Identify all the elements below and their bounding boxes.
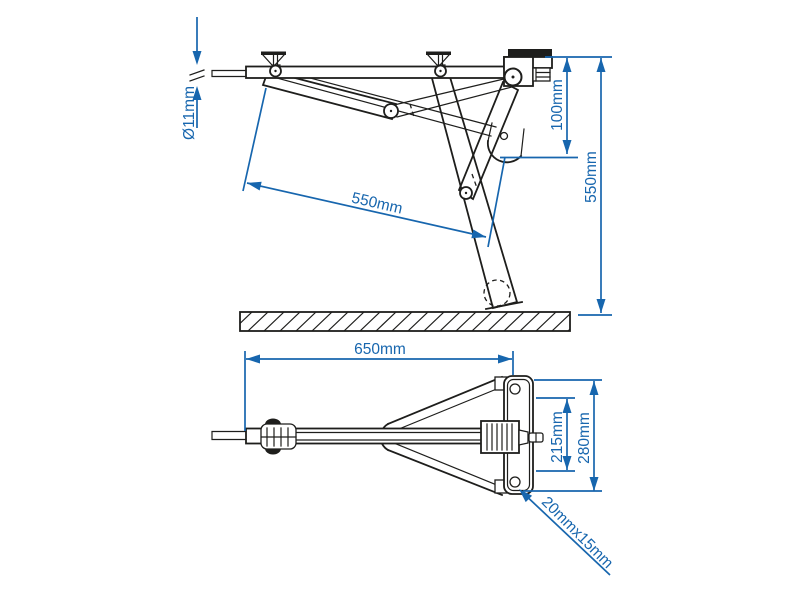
gearbox: [480, 420, 544, 454]
pipe-break-mark: [189, 69, 205, 82]
side-view: Ø11mm 100mm 550mm 550mm: [181, 17, 612, 332]
dim-brace-length: 550mm: [242, 87, 506, 248]
dim-head-drop: 100mm: [500, 56, 612, 159]
overall-height-label: 550mm: [583, 151, 600, 203]
dim-arrow-down-icon: [596, 299, 606, 313]
dim-arrow-left-icon: [247, 181, 262, 191]
dim-arrow-left-icon: [246, 354, 260, 364]
plate-hole-top: [509, 383, 521, 395]
pivots: [383, 103, 473, 200]
dim-arrow-up-icon: [562, 399, 572, 413]
dim-outer-width: 280mm: [523, 379, 602, 492]
dim-arrow-down-icon: [562, 456, 572, 470]
main-tube: [189, 65, 509, 82]
scissor-arms: [261, 68, 513, 137]
head-drop-label: 100mm: [549, 79, 566, 131]
inner-width-label: 215mm: [549, 411, 566, 463]
overall-length-label: 650mm: [354, 341, 406, 358]
leg: [427, 66, 519, 310]
pivot-plate: [486, 122, 525, 164]
ground-hatch: [239, 311, 571, 332]
swivel-foot: [483, 279, 524, 311]
brace-length-label: 550mm: [350, 190, 404, 218]
drive-head: [503, 49, 553, 87]
dim-arrow-down-icon: [589, 477, 599, 491]
plan-view: 650mm 215mm 280mm 20mmx15mm: [211, 341, 616, 576]
dim-arrow-up-icon: [192, 86, 202, 100]
dim-arrow-right-icon: [471, 229, 486, 239]
mount-bracket-2: [426, 51, 451, 78]
mount-bracket-1: [261, 51, 286, 78]
dim-arrow-up-icon: [589, 381, 599, 395]
plan-jack-drawing: [211, 375, 544, 497]
dim-overall-length: 650mm: [244, 341, 514, 431]
dim-arrow-right-icon: [498, 354, 512, 364]
dim-arrow-down-icon: [562, 140, 572, 154]
tube-profile-label: 20mmx15mm: [538, 494, 616, 572]
plate-hole-bottom: [509, 476, 521, 488]
rod-diameter-label: Ø11mm: [181, 86, 198, 140]
leader-arrow-icon: [519, 489, 533, 503]
coupler: [260, 418, 297, 455]
side-jack-drawing: [189, 49, 571, 332]
dim-arrow-down-icon: [192, 51, 202, 65]
dim-arrow-up-icon: [562, 58, 572, 72]
dim-tube-profile: 20mmx15mm: [519, 489, 616, 576]
dim-arrow-up-icon: [596, 58, 606, 72]
dim-rod-diameter: Ø11mm: [181, 17, 202, 140]
outer-width-label: 280mm: [576, 412, 593, 464]
plan-tube: [211, 427, 483, 445]
dim-inner-width: 215mm: [536, 397, 575, 472]
dim-overall-height: 550mm: [578, 58, 612, 316]
